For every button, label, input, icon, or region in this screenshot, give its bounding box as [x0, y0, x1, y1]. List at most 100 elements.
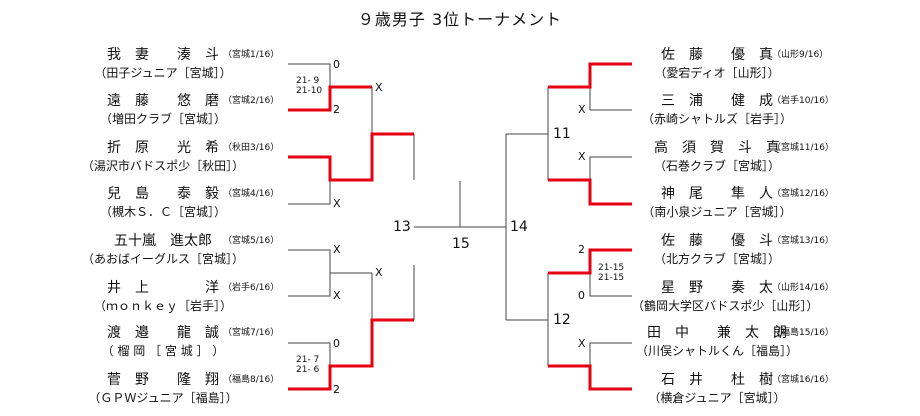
player-club: （湯沢市バドスポ少［秋田］）	[81, 159, 245, 173]
result-mark: X	[333, 289, 341, 302]
result-mark: 2	[333, 103, 340, 116]
right-player-15: 田 中 兼 太 朗 （川俣シャトルくん［福島］） （福島15/16）	[632, 325, 834, 359]
match-number-11: 11	[553, 126, 571, 142]
player-seed: （岩手10/16）	[772, 96, 834, 106]
left-player-4: 兒 島 泰 毅 （槻木Ｓ．Ｃ［宮城］） （宮城4/16）	[78, 186, 279, 220]
right-player-14: 星 野 奏 太 （鶴岡大学区バドスポ少［山形］） （山形14/16）	[632, 280, 834, 314]
game-score: 21- 9 21-10	[296, 76, 322, 96]
player-club: （増田クラブ［宮城］）	[99, 112, 226, 126]
game-score-1: 21-15	[598, 263, 625, 273]
player-seed: （福島15/16）	[772, 328, 834, 338]
page-title: ９歳男子 3位トーナメント	[357, 10, 563, 29]
player-name: 高 須 賀 斗 真	[654, 140, 780, 156]
player-club: （ＧＰＷジュニア［福島］）	[88, 391, 238, 405]
player-name: 我 妻 湊 斗	[107, 47, 219, 63]
player-club: （あおばイーグルス［宮城］）	[81, 252, 244, 266]
player-name: 星 野 奏 太	[661, 280, 773, 296]
result-mark: X	[578, 337, 586, 350]
player-seed: （岩手6/16）	[223, 283, 280, 293]
player-club: （北方クラブ［宮城］）	[653, 252, 780, 266]
game-score-2: 21- 6	[296, 365, 320, 375]
player-seed: （福島8/16）	[223, 375, 280, 385]
player-club: （川俣シャトルくん［福島］）	[635, 344, 798, 358]
player-seed: （秋田3/16）	[223, 143, 280, 153]
player-club: （鶴岡大学区バドスポ少［山形］）	[632, 299, 819, 313]
player-seed: （宮城2/16）	[223, 96, 280, 106]
player-name: 菅 野 隆 翔	[107, 372, 219, 388]
winner-path	[288, 318, 414, 391]
player-club: （石巻クラブ［宮城］）	[653, 159, 780, 173]
game-score-2: 21-15	[598, 273, 625, 283]
player-club: （田子ジュニア［宮城］）	[94, 66, 232, 80]
player-name: 神 尾 隼 人	[661, 186, 773, 202]
bracket-line	[288, 342, 331, 366]
player-club: （ 榴 岡 ［ 宮 城 ］ ）	[101, 344, 225, 358]
player-seed: （宮城11/16）	[772, 143, 834, 153]
winner-path	[548, 364, 632, 391]
player-name: 井 上 洋	[107, 280, 219, 296]
player-seed: （宮城5/16）	[223, 236, 280, 246]
player-name: 兒 島 泰 毅	[107, 186, 219, 202]
match-number-15: 15	[452, 236, 470, 252]
player-seed: （宮城13/16）	[772, 236, 834, 246]
player-club: （ｍｏｎｋｅｙ［岩手］）	[93, 299, 232, 313]
player-club: （横倉ジュニア［宮城］）	[648, 391, 786, 405]
result-mark: 0	[333, 58, 340, 71]
left-player-5: 五十嵐 進太郎 （あおばイーグルス［宮城］） （宮城5/16）	[78, 233, 279, 267]
winner-path	[288, 132, 414, 182]
game-score: 21- 7 21- 6	[296, 355, 319, 375]
result-mark: 0	[333, 337, 340, 350]
result-mark: X	[375, 81, 383, 94]
player-name: 折 原 光 希	[107, 140, 219, 156]
winner-path	[548, 248, 632, 275]
result-mark: X	[578, 103, 586, 116]
bracket-line	[589, 273, 632, 297]
bracket-line	[589, 342, 632, 366]
bracket-line	[589, 156, 632, 180]
player-name: 佐 藤 優 真	[661, 47, 773, 63]
player-name: 三 浦 健 成	[661, 93, 773, 109]
winner-path	[548, 62, 632, 89]
player-name: 田 中 兼 太 朗	[647, 325, 787, 341]
result-mark: 0	[578, 289, 585, 302]
left-player-6: 井 上 洋 （ｍｏｎｋｅｙ［岩手］） （岩手6/16）	[78, 280, 279, 314]
player-seed: （宮城4/16）	[223, 189, 280, 199]
left-player-1: 我 妻 湊 斗 （田子ジュニア［宮城］） （宮城1/16）	[78, 47, 279, 81]
left-player-2: 遠 藤 悠 磨 （増田クラブ［宮城］） （宮城2/16）	[78, 93, 279, 127]
result-mark: X	[375, 266, 383, 279]
result-mark: X	[333, 243, 341, 256]
winner-path	[548, 178, 632, 206]
player-name: 佐 藤 優 斗	[661, 233, 773, 249]
left-player-7: 渡 邉 龍 誠 （ 榴 岡 ［ 宮 城 ］ ） （宮城7/16）	[78, 325, 280, 359]
player-club: （愛宕ディオ［山形］）	[654, 66, 780, 80]
player-seed: （宮城7/16）	[223, 328, 280, 338]
player-seed: （宮城12/16）	[772, 189, 834, 199]
result-mark: X	[333, 197, 341, 210]
player-club: （南小泉ジュニア［宮城］）	[642, 205, 792, 219]
player-name: 遠 藤 悠 磨	[107, 93, 219, 109]
result-mark: 2	[333, 383, 340, 396]
right-player-12: 神 尾 隼 人 （南小泉ジュニア［宮城］） （宮城12/16）	[632, 186, 834, 220]
right-player-16: 石 井 杜 樹 （横倉ジュニア［宮城］） （宮城16/16）	[632, 372, 834, 406]
match-number-12: 12	[553, 312, 571, 328]
player-club: （赤崎シャトルズ［岩手］）	[641, 112, 792, 126]
game-score-1: 21- 7	[296, 355, 320, 365]
right-player-13: 佐 藤 優 斗 （北方クラブ［宮城］） （宮城13/16）	[632, 233, 834, 267]
player-club: （槻木Ｓ．Ｃ［宮城］）	[99, 205, 226, 219]
match-number-14: 14	[510, 219, 528, 235]
result-mark: X	[578, 150, 586, 163]
match-number-13: 13	[393, 219, 411, 235]
winner-path	[288, 85, 372, 112]
game-score-1: 21- 9	[296, 76, 320, 86]
player-seed: （山形14/16）	[772, 283, 834, 293]
right-player-9: 佐 藤 優 真 （愛宕ディオ［山形］） （山形9/16）	[632, 47, 828, 81]
bracket-line	[288, 180, 331, 205]
bracket-line	[288, 249, 331, 297]
player-seed: （宮城1/16）	[223, 50, 280, 60]
player-seed: （山形9/16）	[772, 50, 829, 60]
result-mark: 2	[578, 243, 585, 256]
right-player-11: 高 須 賀 斗 真 （石巻クラブ［宮城］） （宮城11/16）	[632, 140, 834, 174]
game-score: 21-15 21-15	[598, 263, 624, 283]
player-name: 石 井 杜 樹	[661, 372, 773, 388]
